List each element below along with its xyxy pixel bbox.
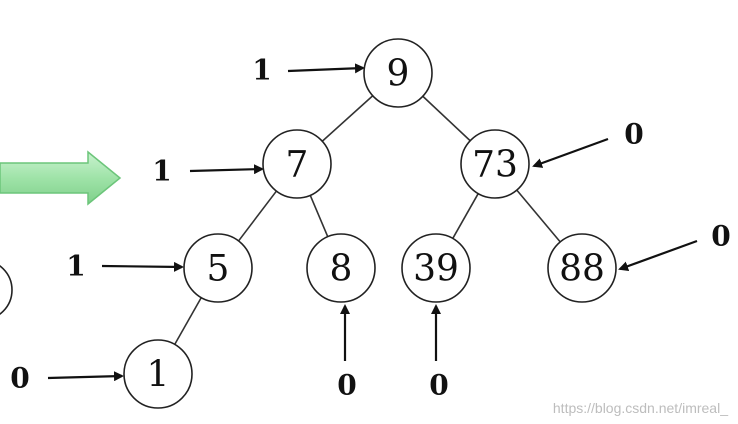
pointer-arrow-icon (189, 164, 264, 175)
node-label: 73 (472, 145, 518, 186)
edge-n7-n5 (237, 190, 278, 242)
tree-node-7: 7 (262, 129, 332, 199)
edge-n9-n7 (321, 95, 374, 142)
node-label: 88 (559, 249, 605, 290)
pointer-arrow-icon (287, 63, 365, 74)
tree-node-8: 8 (306, 233, 376, 303)
node-circle (401, 233, 471, 303)
pointer-arrow-icon (532, 137, 609, 168)
tree-node-73: 73 (460, 129, 530, 199)
annotation-value-n88: 0 (711, 220, 730, 253)
watermark: https://blog.csdn.net/imreal_ (552, 400, 728, 416)
edge-n7-n8 (309, 195, 329, 237)
node-label: 5 (207, 249, 230, 290)
annotation-value-n7: 1 (152, 155, 171, 188)
annotation-value-n39: 0 (429, 369, 448, 402)
nodes-layer: 9 7 73 5 8 39 88 1 (123, 38, 617, 409)
pointer-arrow-icon (47, 371, 124, 382)
edges-layer (174, 95, 561, 345)
annotation-value-n9: 1 (252, 54, 271, 87)
node-label: 7 (286, 145, 309, 186)
tree-node-9: 9 (363, 38, 433, 108)
edge-n73-n88 (516, 189, 561, 243)
tree-node-1: 1 (123, 339, 193, 409)
edge-n9-n73 (422, 95, 471, 142)
arrows-layer (47, 63, 698, 382)
annotation-value-n5: 1 (66, 250, 85, 283)
node-circle (306, 233, 376, 303)
node-circle (123, 339, 193, 409)
node-label: 8 (330, 249, 353, 290)
node-circle (363, 38, 433, 108)
node-label: 39 (413, 249, 459, 290)
tree-node-39: 39 (401, 233, 471, 303)
edge-n73-n39 (452, 193, 479, 239)
tree-node-5: 5 (183, 233, 253, 303)
node-label: 9 (387, 54, 410, 95)
partial-node-circle (0, 265, 13, 315)
node-circle (547, 233, 617, 303)
node-circle (262, 129, 332, 199)
green-arrow-icon (0, 150, 122, 206)
pointer-arrow-icon (618, 239, 698, 271)
pointer-arrow-icon (101, 261, 184, 272)
edge-n5-n1 (174, 297, 202, 345)
annotation-value-n1: 0 (10, 362, 29, 395)
node-circle (460, 129, 530, 199)
labels-layer: 1 1 0 1 0 0 0 0 (10, 54, 730, 402)
annotation-value-n73: 0 (624, 118, 643, 151)
annotation-value-n8: 0 (337, 369, 356, 402)
tree-node-88: 88 (547, 233, 617, 303)
node-circle (183, 233, 253, 303)
node-label: 1 (147, 355, 170, 396)
